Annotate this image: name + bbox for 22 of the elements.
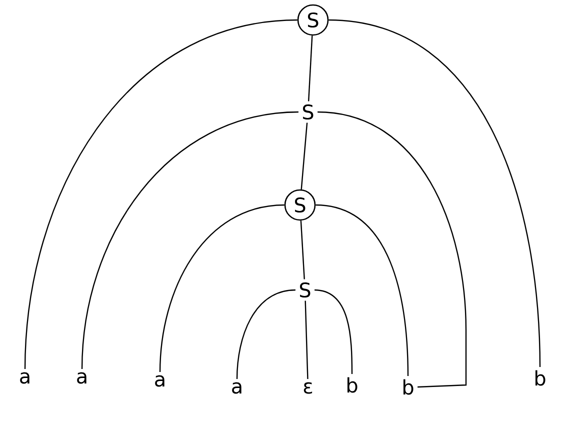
tree-branch xyxy=(300,220,305,280)
tree-symbol: a xyxy=(20,372,30,384)
tree-branch xyxy=(328,19,541,368)
tree-symbol: b xyxy=(535,370,546,386)
tree-symbol: a xyxy=(232,382,242,394)
tree-symbol: b xyxy=(347,377,358,393)
tree-branch xyxy=(300,122,308,190)
tree-symbol: b xyxy=(403,379,414,395)
tree-branch xyxy=(81,111,298,370)
tree-branch xyxy=(318,111,467,388)
tree-branch xyxy=(316,204,409,376)
tree-symbol: S xyxy=(302,104,314,120)
tree-symbol: a xyxy=(77,372,86,384)
tree-symbol: S xyxy=(300,282,310,298)
tree-branch xyxy=(314,289,353,374)
tree-branch xyxy=(304,300,308,380)
tree-branch xyxy=(24,19,298,370)
tree-branch xyxy=(159,204,284,372)
tree-branch xyxy=(236,289,296,380)
tree-branch xyxy=(308,36,313,102)
tree-symbol: a xyxy=(155,375,164,387)
tree-symbol: ε xyxy=(304,382,312,394)
